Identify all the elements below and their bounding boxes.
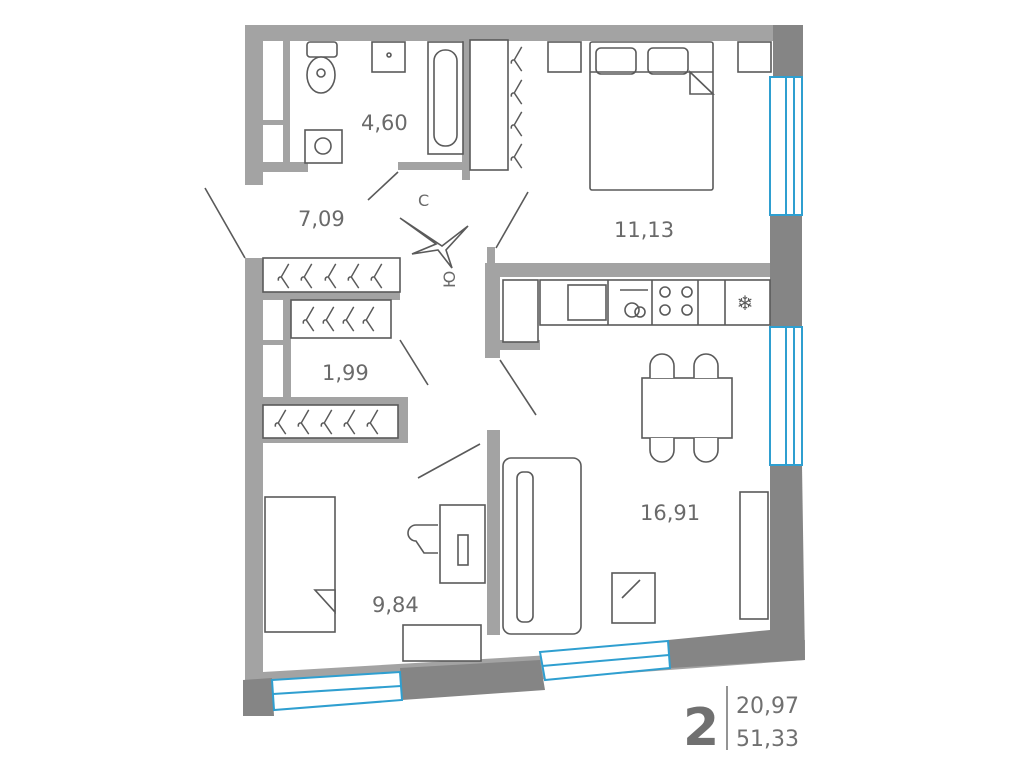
tv-icon	[611, 572, 656, 624]
desk	[439, 504, 486, 584]
hallway-area-label: 7,09	[298, 207, 345, 231]
compass-south-label: Ю	[440, 271, 459, 288]
bathroom-fixtures	[304, 39, 523, 171]
tv-stand	[739, 491, 769, 620]
living-area-value: 20,97	[736, 694, 799, 719]
pillar	[668, 630, 770, 668]
bedroom-furniture	[547, 41, 772, 191]
door-swings	[204, 171, 537, 479]
living-kitchen-area-label: 16,91	[640, 501, 700, 525]
nightstand	[737, 41, 772, 73]
wardrobe-area-label: 1,99	[322, 361, 369, 385]
wardrobe	[469, 39, 509, 171]
sofa-icon	[502, 457, 582, 635]
summary: 2 20,97 51,33	[683, 686, 799, 758]
pillar	[770, 465, 805, 662]
nightstand	[547, 41, 582, 73]
toilet-icon	[306, 41, 338, 58]
second-bedroom-furniture	[264, 496, 486, 662]
bathroom-area-label: 4,60	[361, 111, 408, 135]
kitchen-counter	[539, 279, 771, 326]
pillar	[773, 25, 803, 77]
living-furniture	[502, 353, 769, 635]
kitchen: ❄	[502, 279, 771, 343]
total-area-value: 51,33	[736, 727, 799, 752]
dresser	[402, 624, 482, 662]
double-bed-icon	[589, 41, 714, 191]
fridge-snowflake-icon: ❄	[737, 291, 754, 315]
single-bed-icon	[264, 496, 336, 633]
interior-walls	[263, 40, 770, 635]
kitchen-sink-icon	[567, 284, 607, 321]
bedroom-area-label: 11,13	[614, 218, 674, 242]
pillar	[243, 678, 274, 716]
second-bedroom-area-label: 9,84	[372, 593, 419, 617]
compass-north-label: С	[418, 191, 429, 210]
washing-machine-icon	[304, 129, 343, 164]
dining-table	[641, 377, 733, 439]
closets	[262, 257, 401, 439]
dishwasher-icon	[620, 289, 648, 318]
windows	[270, 76, 803, 712]
pillar	[770, 215, 802, 327]
chair-icon	[407, 524, 438, 554]
stove-icon	[659, 286, 693, 316]
rooms-count: 2	[683, 698, 719, 758]
compass-icon: С Ю	[399, 191, 469, 288]
pillar	[400, 660, 545, 700]
